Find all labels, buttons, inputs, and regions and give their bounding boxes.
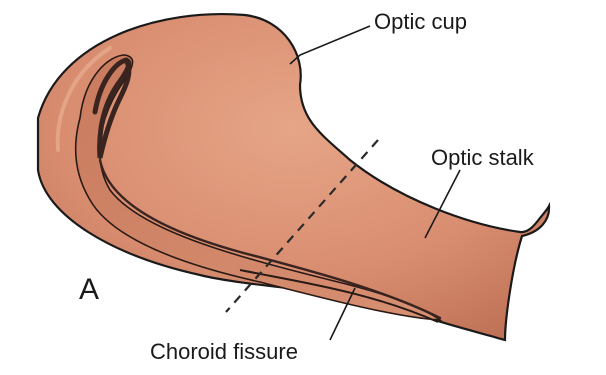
label-optic-stalk: Optic stalk bbox=[431, 147, 534, 169]
optic-cup-leader bbox=[290, 26, 370, 64]
label-choroid-fissure: Choroid fissure bbox=[150, 341, 298, 363]
panel-letter: A bbox=[79, 275, 99, 305]
label-optic-cup: Optic cup bbox=[374, 11, 467, 33]
